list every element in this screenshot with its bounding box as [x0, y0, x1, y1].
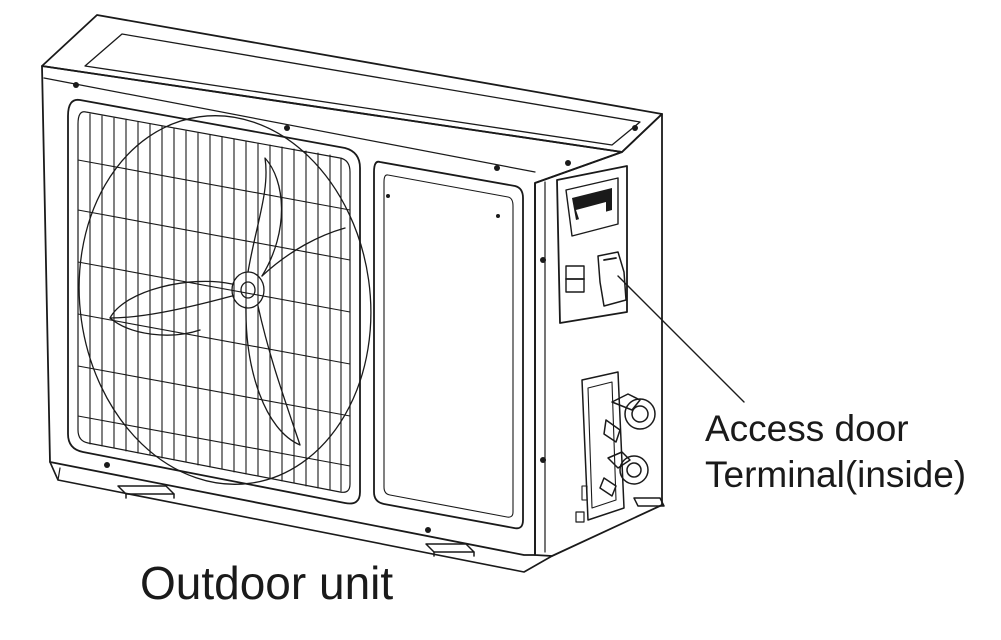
fan-blades: [78, 115, 372, 485]
front-service-panel: [373, 160, 524, 530]
top-panel-inset: [84, 33, 641, 146]
grille-bars: [77, 113, 351, 492]
fan-grille: [67, 98, 372, 505]
cabinet-screws: [73, 82, 638, 533]
service-valves: [575, 371, 656, 523]
grille-frame: [67, 98, 361, 505]
callout-leader-line: [617, 275, 745, 403]
access-door-panel: [556, 165, 628, 324]
callout-access-door: Access door: [705, 408, 909, 449]
lower-valve: [619, 455, 649, 485]
unit-cabinet: [41, 14, 663, 573]
fan-hub: [231, 271, 265, 309]
mounting-feet: [117, 485, 665, 557]
side-panel: [534, 113, 663, 557]
access-door: [556, 165, 628, 324]
callout-terminal: Terminal(inside): [705, 454, 967, 495]
upper-valve: [624, 398, 656, 430]
unit-caption: Outdoor unit: [140, 557, 394, 609]
